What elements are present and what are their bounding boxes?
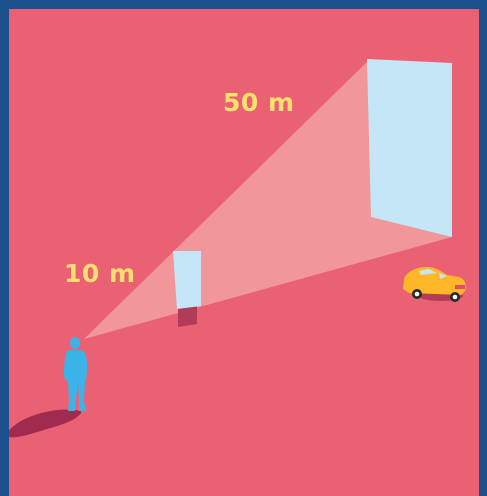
near-panel [173, 251, 201, 309]
illustration-svg [9, 9, 479, 496]
far-distance-label: 50 m [223, 88, 295, 117]
person-shadow [9, 409, 81, 437]
far-panel [367, 59, 452, 237]
illustration-canvas: 50 m 10 m [9, 9, 479, 496]
car-icon [403, 267, 466, 302]
near-distance-label: 10 m [64, 259, 136, 288]
person-icon [64, 337, 87, 411]
